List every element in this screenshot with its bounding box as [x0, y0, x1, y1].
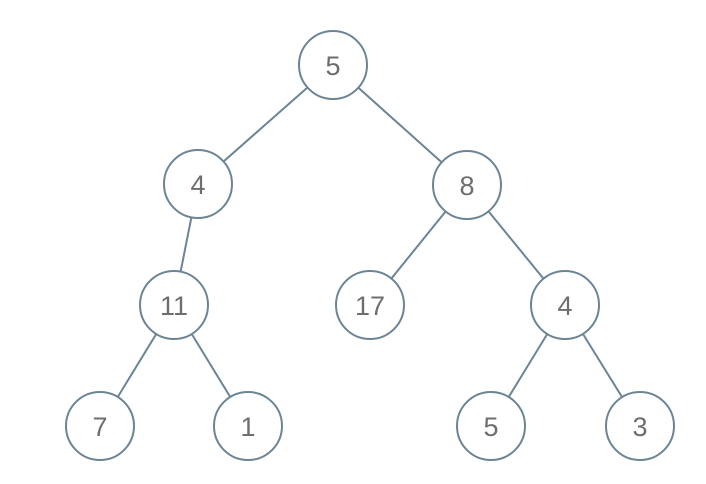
- tree-node-n0: 5: [298, 30, 368, 100]
- tree-node-value-n0: 5: [325, 51, 340, 81]
- tree-node-value-n6: 7: [92, 412, 107, 442]
- tree-node-n6: 7: [65, 391, 135, 461]
- tree-node-value-n4: 17: [355, 291, 385, 321]
- tree-node-n3: 11: [139, 270, 209, 340]
- tree-node-n1: 4: [163, 149, 233, 219]
- tree-node-value-n5: 4: [557, 291, 572, 321]
- tree-node-circle-n8: [456, 391, 526, 461]
- tree-node-circle-n9: [605, 391, 675, 461]
- tree-node-circle-n7: [213, 391, 283, 461]
- tree-node-circle-n0: [298, 30, 368, 100]
- tree-node-n8: 5: [456, 391, 526, 461]
- tree-node-value-n2: 8: [459, 171, 474, 201]
- tree-node-n9: 3: [605, 391, 675, 461]
- tree-node-n5: 4: [530, 270, 600, 340]
- tree-node-circle-n3: [139, 270, 209, 340]
- tree-node-n7: 1: [213, 391, 283, 461]
- tree-node-value-n1: 4: [190, 170, 205, 200]
- tree-node-value-n3: 11: [160, 291, 188, 321]
- tree-node-n4: 17: [335, 270, 405, 340]
- tree-node-circle-n5: [530, 270, 600, 340]
- tree-node-n2: 8: [432, 150, 502, 220]
- tree-node-circle-n6: [65, 391, 135, 461]
- tree-node-value-n7: 1: [240, 412, 255, 442]
- tree-node-value-n8: 5: [483, 412, 498, 442]
- tree-node-circle-n4: [335, 270, 405, 340]
- tree-node-circle-n1: [163, 149, 233, 219]
- tree-node-value-n9: 3: [632, 412, 647, 442]
- tree-node-circle-n2: [432, 150, 502, 220]
